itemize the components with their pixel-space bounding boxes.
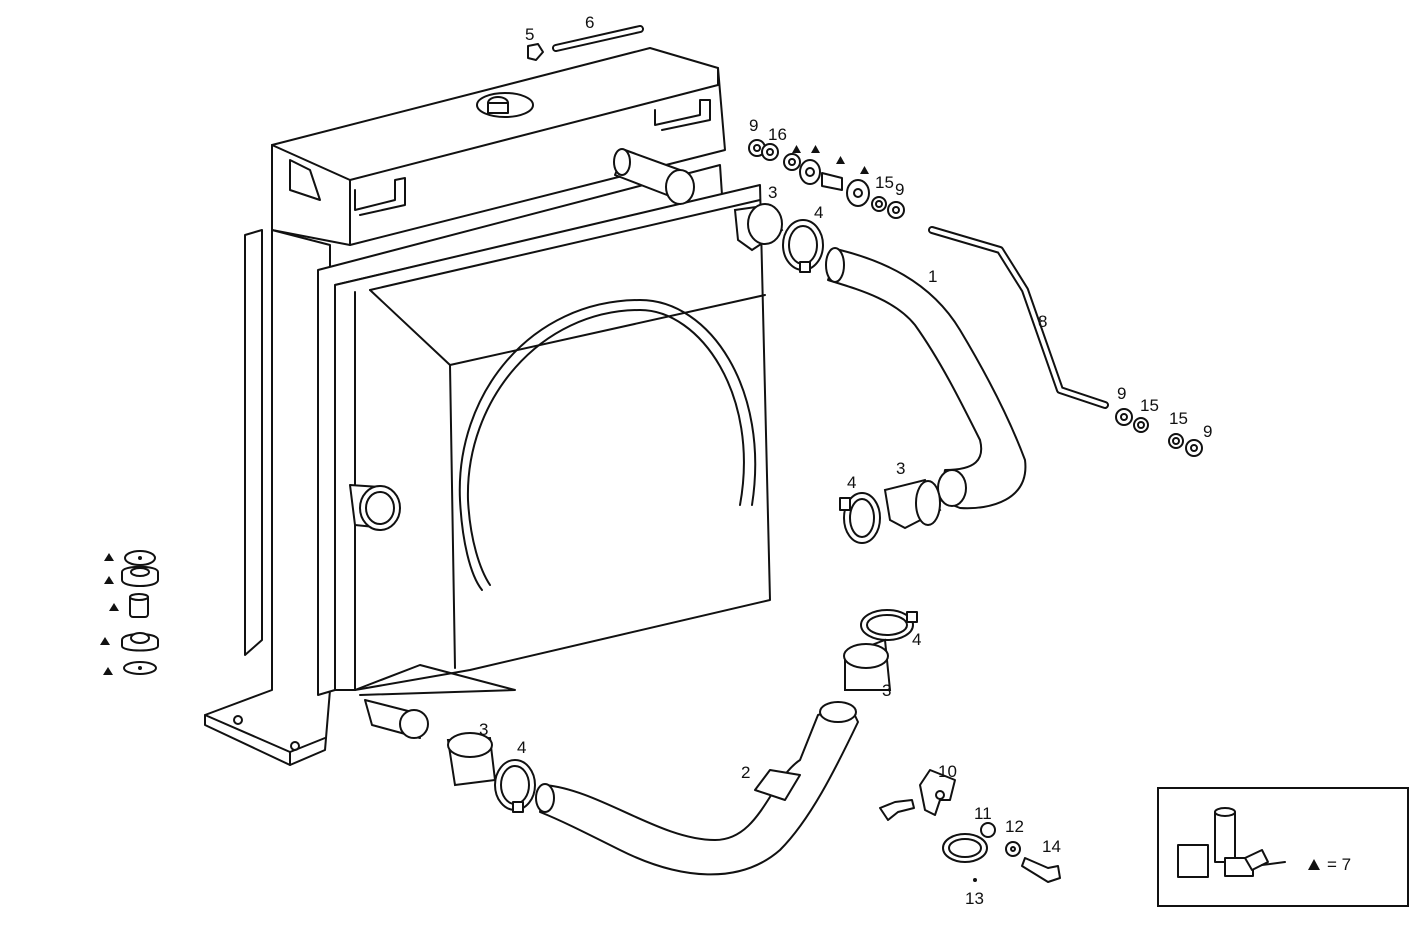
filler-cap — [476, 92, 534, 118]
nut — [887, 201, 905, 219]
nut — [1185, 439, 1203, 457]
triangle-marker — [103, 667, 113, 675]
callout-4: 4 — [912, 630, 921, 649]
triangle-marker — [792, 145, 801, 153]
spacer — [821, 172, 843, 191]
callout-3: 3 — [896, 459, 905, 478]
callout-14: 14 — [1042, 837, 1061, 856]
nut — [527, 43, 544, 61]
callout-3: 3 — [882, 681, 891, 700]
upper-hose — [827, 249, 1027, 510]
triangle-marker — [100, 637, 110, 645]
triangle-marker — [104, 553, 114, 561]
triangle-marker — [811, 145, 820, 153]
sealant-kit-icon — [1177, 807, 1286, 878]
callout-6: 6 — [585, 13, 594, 32]
callout-16: 16 — [768, 125, 787, 144]
washer — [871, 196, 887, 212]
legend-equation: = 7 — [1327, 855, 1351, 874]
callout-15: 15 — [875, 173, 894, 192]
lower-hose — [539, 704, 859, 876]
washer — [1168, 433, 1184, 449]
bracket — [919, 769, 956, 816]
triangle-marker — [109, 603, 119, 611]
sleeve — [843, 638, 892, 691]
radiator-assembly — [204, 47, 771, 766]
callout-4: 4 — [814, 203, 823, 222]
callout-10: 10 — [938, 762, 957, 781]
callout-3: 3 — [768, 183, 777, 202]
triangle-marker — [1308, 859, 1320, 870]
bush — [799, 159, 821, 185]
sleeve — [733, 203, 784, 252]
callout-8: 8 — [1038, 312, 1047, 331]
side-inlet-pipe — [349, 484, 401, 531]
triangle-marker — [860, 166, 869, 174]
callout-9: 9 — [895, 180, 904, 199]
callout-15: 15 — [1169, 409, 1188, 428]
triangle-marker — [836, 156, 845, 164]
hose-clamp — [494, 759, 536, 813]
washer — [1005, 841, 1021, 857]
rod — [552, 25, 644, 52]
callout-9: 9 — [1117, 384, 1126, 403]
hose-clamp — [860, 609, 918, 641]
callout-4: 4 — [847, 473, 856, 492]
hose-clamp — [782, 219, 824, 273]
triangle-marker — [104, 576, 114, 584]
sleeve — [883, 478, 942, 530]
top-outlet-pipe — [613, 148, 695, 205]
callout-4: 4 — [517, 738, 526, 757]
callout-2: 2 — [741, 763, 750, 782]
callout-labels: 1 2 3 3 3 3 4 4 4 4 5 6 8 9 9 9 9 10 11 … — [479, 13, 1212, 908]
callout-15: 15 — [1140, 396, 1159, 415]
bush — [846, 179, 870, 207]
mount-stack — [121, 550, 159, 675]
legend-box: = 7 — [1157, 787, 1409, 907]
callout-11: 11 — [974, 804, 992, 823]
triangle-markers — [100, 145, 869, 675]
callout-13: 13 — [965, 889, 984, 908]
callout-1: 1 — [928, 267, 937, 286]
washer — [783, 153, 801, 171]
bottom-outlet-pipe — [364, 699, 429, 739]
callout-9: 9 — [749, 116, 758, 135]
nut — [1115, 408, 1133, 426]
sleeve — [446, 732, 497, 787]
callout-12: 12 — [1005, 817, 1024, 836]
bolt — [1021, 857, 1061, 883]
callout-5: 5 — [525, 25, 534, 44]
clip — [942, 822, 996, 863]
callout-9: 9 — [1203, 422, 1212, 441]
washer — [761, 143, 779, 161]
support-rod — [928, 226, 1109, 409]
callout-3: 3 — [479, 720, 488, 739]
washer — [1133, 417, 1149, 433]
bolt — [879, 799, 915, 821]
hose-clamp — [839, 492, 881, 544]
